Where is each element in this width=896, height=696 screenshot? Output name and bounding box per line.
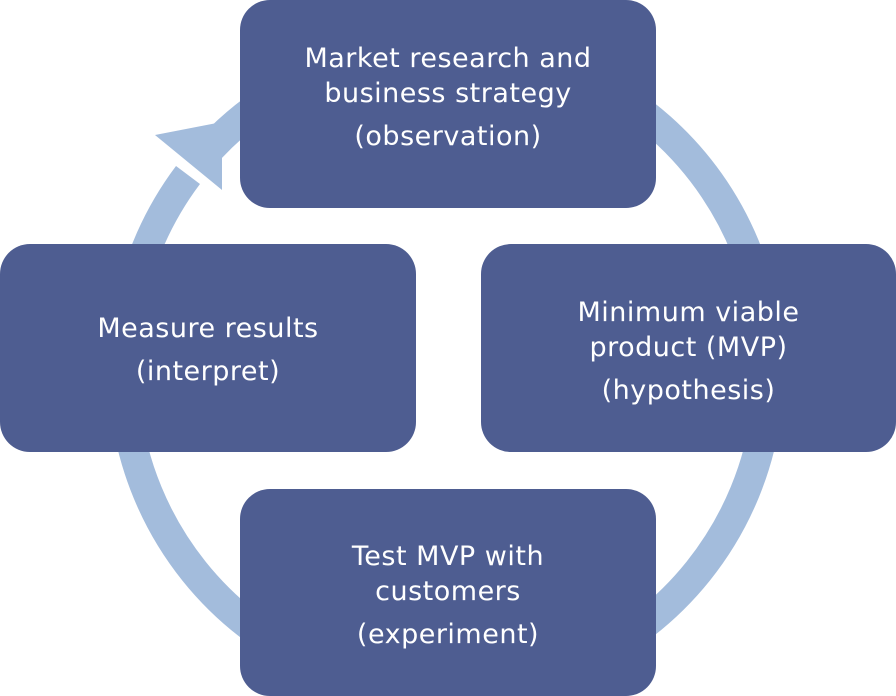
node-stage-label: (interpret) (135, 356, 281, 387)
node-market-research: Market research and business strategy (o… (240, 0, 656, 208)
node-stage-label: (experiment) (356, 619, 540, 650)
node-stage-label: (hypothesis) (601, 374, 776, 406)
node-text-line: customers (375, 576, 521, 607)
node-text-line: Minimum viable (577, 296, 800, 328)
node-measure-results: Measure results (interpret) (0, 244, 416, 452)
node-text-line: Measure results (97, 313, 319, 344)
node-text-line: Market research and (304, 42, 592, 74)
node-text-line: business strategy (324, 77, 572, 109)
node-text-line: Test MVP with (351, 541, 545, 572)
node-stage-label: (observation) (354, 120, 542, 152)
cycle-arrowhead (155, 122, 222, 190)
node-test-mvp: Test MVP with customers (experiment) (240, 489, 656, 696)
node-text-line: product (MVP) (589, 331, 788, 363)
node-mvp: Minimum viable product (MVP) (hypothesis… (481, 244, 896, 452)
